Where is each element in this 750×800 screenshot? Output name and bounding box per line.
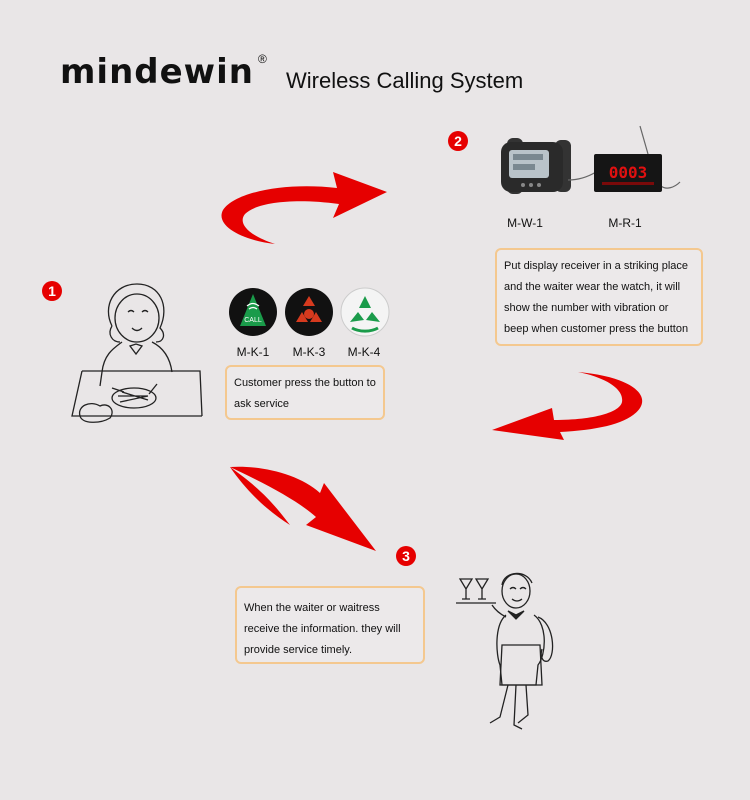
arrow-to-receiver-icon <box>221 172 387 244</box>
step-3-description: When the waiter or waitress receive the … <box>244 602 401 656</box>
step-1-badge: 1 <box>42 281 62 301</box>
call-label: CALL <box>244 317 262 324</box>
button-m-k-4-icon <box>340 287 390 337</box>
step-3-description-box: When the waiter or waitress receive the … <box>235 586 425 664</box>
arrow-to-waiter-icon <box>492 372 643 440</box>
step-1-description-box: Customer press the button to ask service <box>225 365 385 420</box>
button-m-k-1-icon: CALL <box>229 288 277 336</box>
receiver-antenna-icon: 0003 <box>567 125 681 192</box>
model-m-r-1: M-R-1 <box>608 216 642 230</box>
registered-mark: ® <box>258 52 267 66</box>
step-3-badge: 3 <box>396 546 416 566</box>
arrow-to-step3-icon <box>230 466 376 551</box>
brand-tagline: Wireless Calling System <box>286 68 524 93</box>
model-m-k-3: M-K-3 <box>292 345 326 359</box>
step-1-description: Customer press the button to ask service <box>234 377 376 410</box>
step-2-badge: 2 <box>448 131 468 151</box>
step-2-description: Put display receiver in a striking place… <box>504 260 689 335</box>
model-m-k-4: M-K-4 <box>347 345 381 359</box>
customer-eating-illustration <box>71 283 203 423</box>
waiter-illustration <box>456 572 554 730</box>
model-m-k-1: M-K-1 <box>236 345 270 359</box>
brand-logo: mindewin <box>60 52 254 92</box>
step-2-description-box: Put display receiver in a striking place… <box>495 248 703 346</box>
watch-pager-icon <box>501 138 571 194</box>
model-m-w-1: M-W-1 <box>507 216 543 230</box>
button-m-k-3-icon <box>285 288 333 336</box>
receiver-display-digits: 0003 <box>609 163 648 182</box>
